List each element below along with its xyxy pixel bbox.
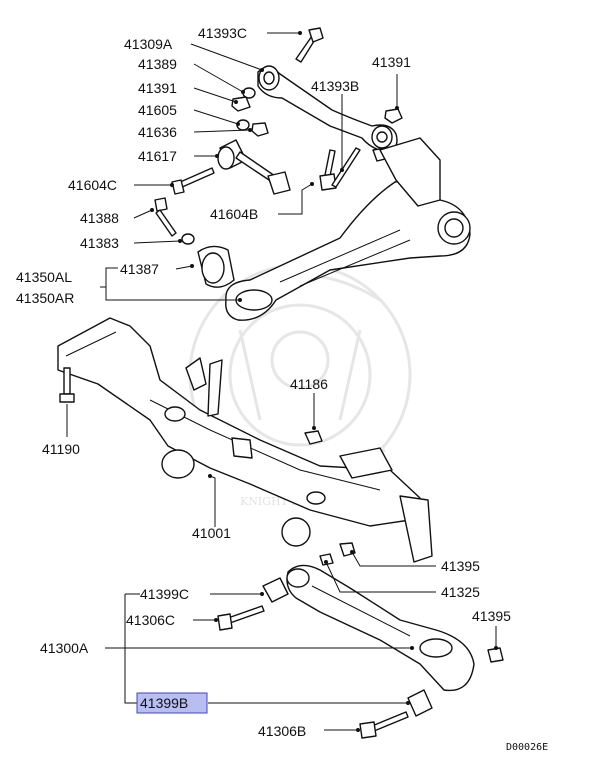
label-41393B[interactable]: 41393B bbox=[311, 78, 359, 94]
label-41399C[interactable]: 41399C bbox=[140, 586, 189, 602]
leader-lines bbox=[66, 31, 498, 732]
highlight-box-41399B bbox=[136, 692, 208, 714]
crossmember bbox=[57, 317, 433, 563]
label-41391-right[interactable]: 41391 bbox=[372, 54, 411, 70]
label-41383[interactable]: 41383 bbox=[80, 235, 119, 251]
label-41395-upper[interactable]: 41395 bbox=[441, 558, 480, 574]
label-41636[interactable]: 41636 bbox=[138, 124, 177, 140]
trailing-arm bbox=[225, 137, 471, 321]
label-41391-left[interactable]: 41391 bbox=[138, 80, 177, 96]
label-41350AL[interactable]: 41350AL bbox=[16, 269, 72, 285]
label-41387[interactable]: 41387 bbox=[120, 261, 159, 277]
label-41309A[interactable]: 41309A bbox=[124, 36, 173, 52]
label-41604B[interactable]: 41604B bbox=[210, 206, 258, 222]
label-41388[interactable]: 41388 bbox=[80, 210, 119, 226]
label-41604C[interactable]: 41604C bbox=[68, 177, 117, 193]
label-41393C[interactable]: 41393C bbox=[198, 25, 247, 41]
label-41399B[interactable]: 41399B bbox=[140, 695, 188, 711]
label-41325[interactable]: 41325 bbox=[441, 584, 480, 600]
upper-arm-assembly bbox=[154, 27, 403, 288]
label-41186[interactable]: 41186 bbox=[290, 376, 328, 392]
part-labels: 41393C 41309A 41389 41391 41391 41393B 4… bbox=[16, 25, 548, 753]
label-41190[interactable]: 41190 bbox=[42, 441, 80, 457]
label-41605[interactable]: 41605 bbox=[138, 102, 177, 118]
label-41617[interactable]: 41617 bbox=[138, 148, 177, 164]
label-41306C[interactable]: 41306C bbox=[126, 612, 175, 628]
label-41350AR[interactable]: 41350AR bbox=[16, 290, 74, 306]
label-41306B[interactable]: 41306B bbox=[258, 723, 306, 739]
label-41300A[interactable]: 41300A bbox=[40, 640, 89, 656]
diagram-code: D00026E bbox=[506, 742, 548, 753]
label-41001[interactable]: 41001 bbox=[192, 525, 231, 541]
label-41395-lower[interactable]: 41395 bbox=[472, 608, 511, 624]
label-41389[interactable]: 41389 bbox=[138, 56, 177, 72]
